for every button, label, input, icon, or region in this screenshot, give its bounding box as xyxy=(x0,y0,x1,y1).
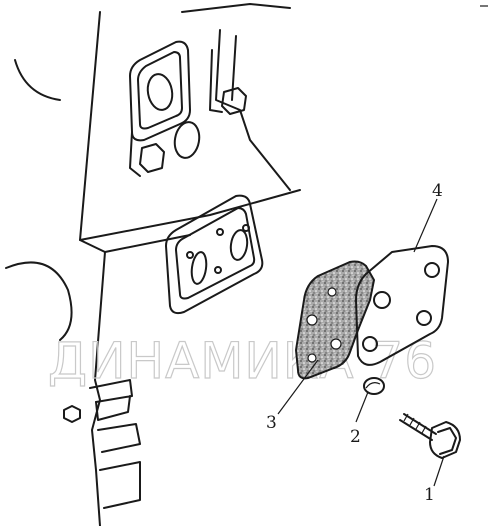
callout-label-1: 1 xyxy=(424,485,435,505)
leader-lines xyxy=(277,198,445,487)
bolt-part-1 xyxy=(399,413,461,459)
upper-mounting-flange xyxy=(129,40,247,177)
mounting-pad xyxy=(165,194,264,315)
washer-part-2 xyxy=(363,377,385,395)
gasket-part-3 xyxy=(294,260,376,380)
callout-label-2: 2 xyxy=(350,427,361,447)
callout-label-3: 3 xyxy=(266,413,277,433)
engine-block-wall xyxy=(5,3,301,526)
watermark: ДИНАМИКА 76 xyxy=(48,332,437,390)
callout-label-4: 4 xyxy=(432,181,443,201)
cover-plate-part-4 xyxy=(355,245,449,366)
